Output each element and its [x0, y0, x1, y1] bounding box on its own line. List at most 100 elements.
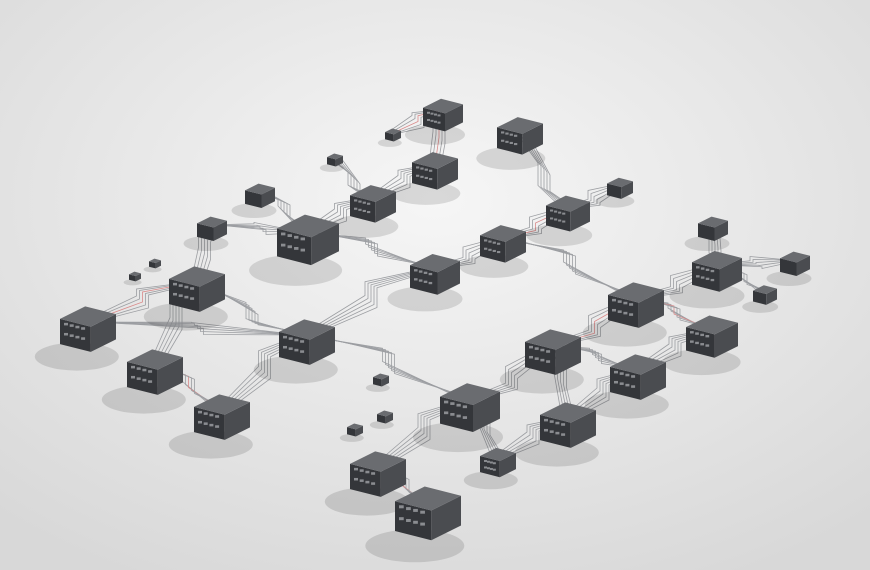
- device-side: [437, 158, 458, 190]
- port: [64, 332, 68, 336]
- port: [434, 120, 437, 123]
- port: [562, 220, 566, 223]
- port: [614, 370, 618, 374]
- port: [184, 295, 189, 299]
- port: [489, 467, 493, 470]
- device-top: [350, 451, 406, 472]
- device-top: [149, 258, 161, 264]
- port: [406, 507, 411, 511]
- port: [554, 210, 558, 213]
- shadow: [684, 236, 730, 252]
- port: [69, 324, 74, 327]
- port: [136, 367, 141, 370]
- port: [492, 468, 496, 471]
- port: [488, 248, 492, 251]
- device-side: [224, 402, 250, 440]
- port: [359, 469, 364, 472]
- port: [549, 420, 554, 423]
- port: [484, 466, 487, 469]
- device-side: [640, 362, 666, 400]
- shadow: [391, 181, 461, 205]
- port: [365, 470, 370, 474]
- device-top: [423, 98, 463, 114]
- port: [406, 518, 411, 522]
- port: [198, 410, 202, 414]
- device-top: [497, 117, 543, 134]
- port: [690, 340, 694, 343]
- port: [283, 345, 287, 349]
- port: [696, 275, 700, 278]
- device-front: [129, 274, 136, 282]
- port: [64, 322, 68, 326]
- port: [416, 174, 420, 177]
- port: [501, 139, 505, 142]
- port: [362, 209, 366, 212]
- port: [300, 340, 305, 343]
- port: [625, 373, 630, 377]
- shadow: [476, 146, 546, 170]
- port: [550, 217, 554, 220]
- port: [190, 297, 195, 300]
- port: [631, 375, 636, 378]
- network-device: [391, 152, 461, 205]
- shadow: [143, 302, 228, 331]
- port: [614, 380, 618, 384]
- shadow: [319, 163, 344, 172]
- port: [416, 166, 420, 169]
- port: [629, 303, 634, 306]
- port: [513, 134, 518, 137]
- port: [554, 218, 558, 221]
- shadow: [339, 433, 364, 442]
- port: [509, 141, 513, 144]
- port: [489, 461, 493, 464]
- port: [617, 300, 622, 303]
- port: [484, 247, 488, 250]
- device-top: [245, 183, 275, 195]
- port: [287, 234, 292, 238]
- shadow: [459, 254, 529, 278]
- device-front: [350, 463, 381, 497]
- network-device: [584, 354, 669, 419]
- port: [136, 377, 141, 380]
- port: [288, 347, 293, 350]
- device-side: [796, 255, 810, 277]
- device-side: [385, 412, 393, 424]
- port: [427, 118, 430, 121]
- port: [215, 415, 220, 418]
- device-front: [197, 223, 214, 242]
- device-top: [525, 329, 581, 350]
- port: [434, 113, 437, 116]
- shadow: [143, 266, 162, 273]
- port: [540, 358, 545, 362]
- device-side: [570, 410, 596, 448]
- network-device: [101, 349, 186, 414]
- port: [444, 411, 449, 415]
- shadow: [766, 271, 812, 287]
- device-side: [335, 155, 343, 167]
- network-device: [582, 282, 667, 347]
- port: [555, 431, 560, 435]
- port: [710, 278, 715, 282]
- device-front: [753, 290, 767, 305]
- port: [505, 132, 509, 135]
- port: [558, 211, 562, 214]
- port: [619, 382, 624, 385]
- device-side: [199, 274, 225, 312]
- device-top: [686, 315, 738, 335]
- port: [420, 175, 424, 178]
- port: [75, 325, 80, 329]
- port: [354, 467, 358, 471]
- port: [562, 212, 566, 215]
- cable: [93, 321, 314, 336]
- shadow: [183, 236, 229, 252]
- port: [529, 355, 533, 359]
- port: [430, 119, 434, 122]
- cable: [313, 231, 442, 269]
- port: [300, 350, 305, 353]
- device-side: [522, 123, 543, 155]
- network-device: [253, 319, 338, 384]
- device-top: [412, 152, 458, 169]
- port: [424, 168, 428, 171]
- port: [492, 241, 496, 244]
- network-device: [34, 306, 119, 371]
